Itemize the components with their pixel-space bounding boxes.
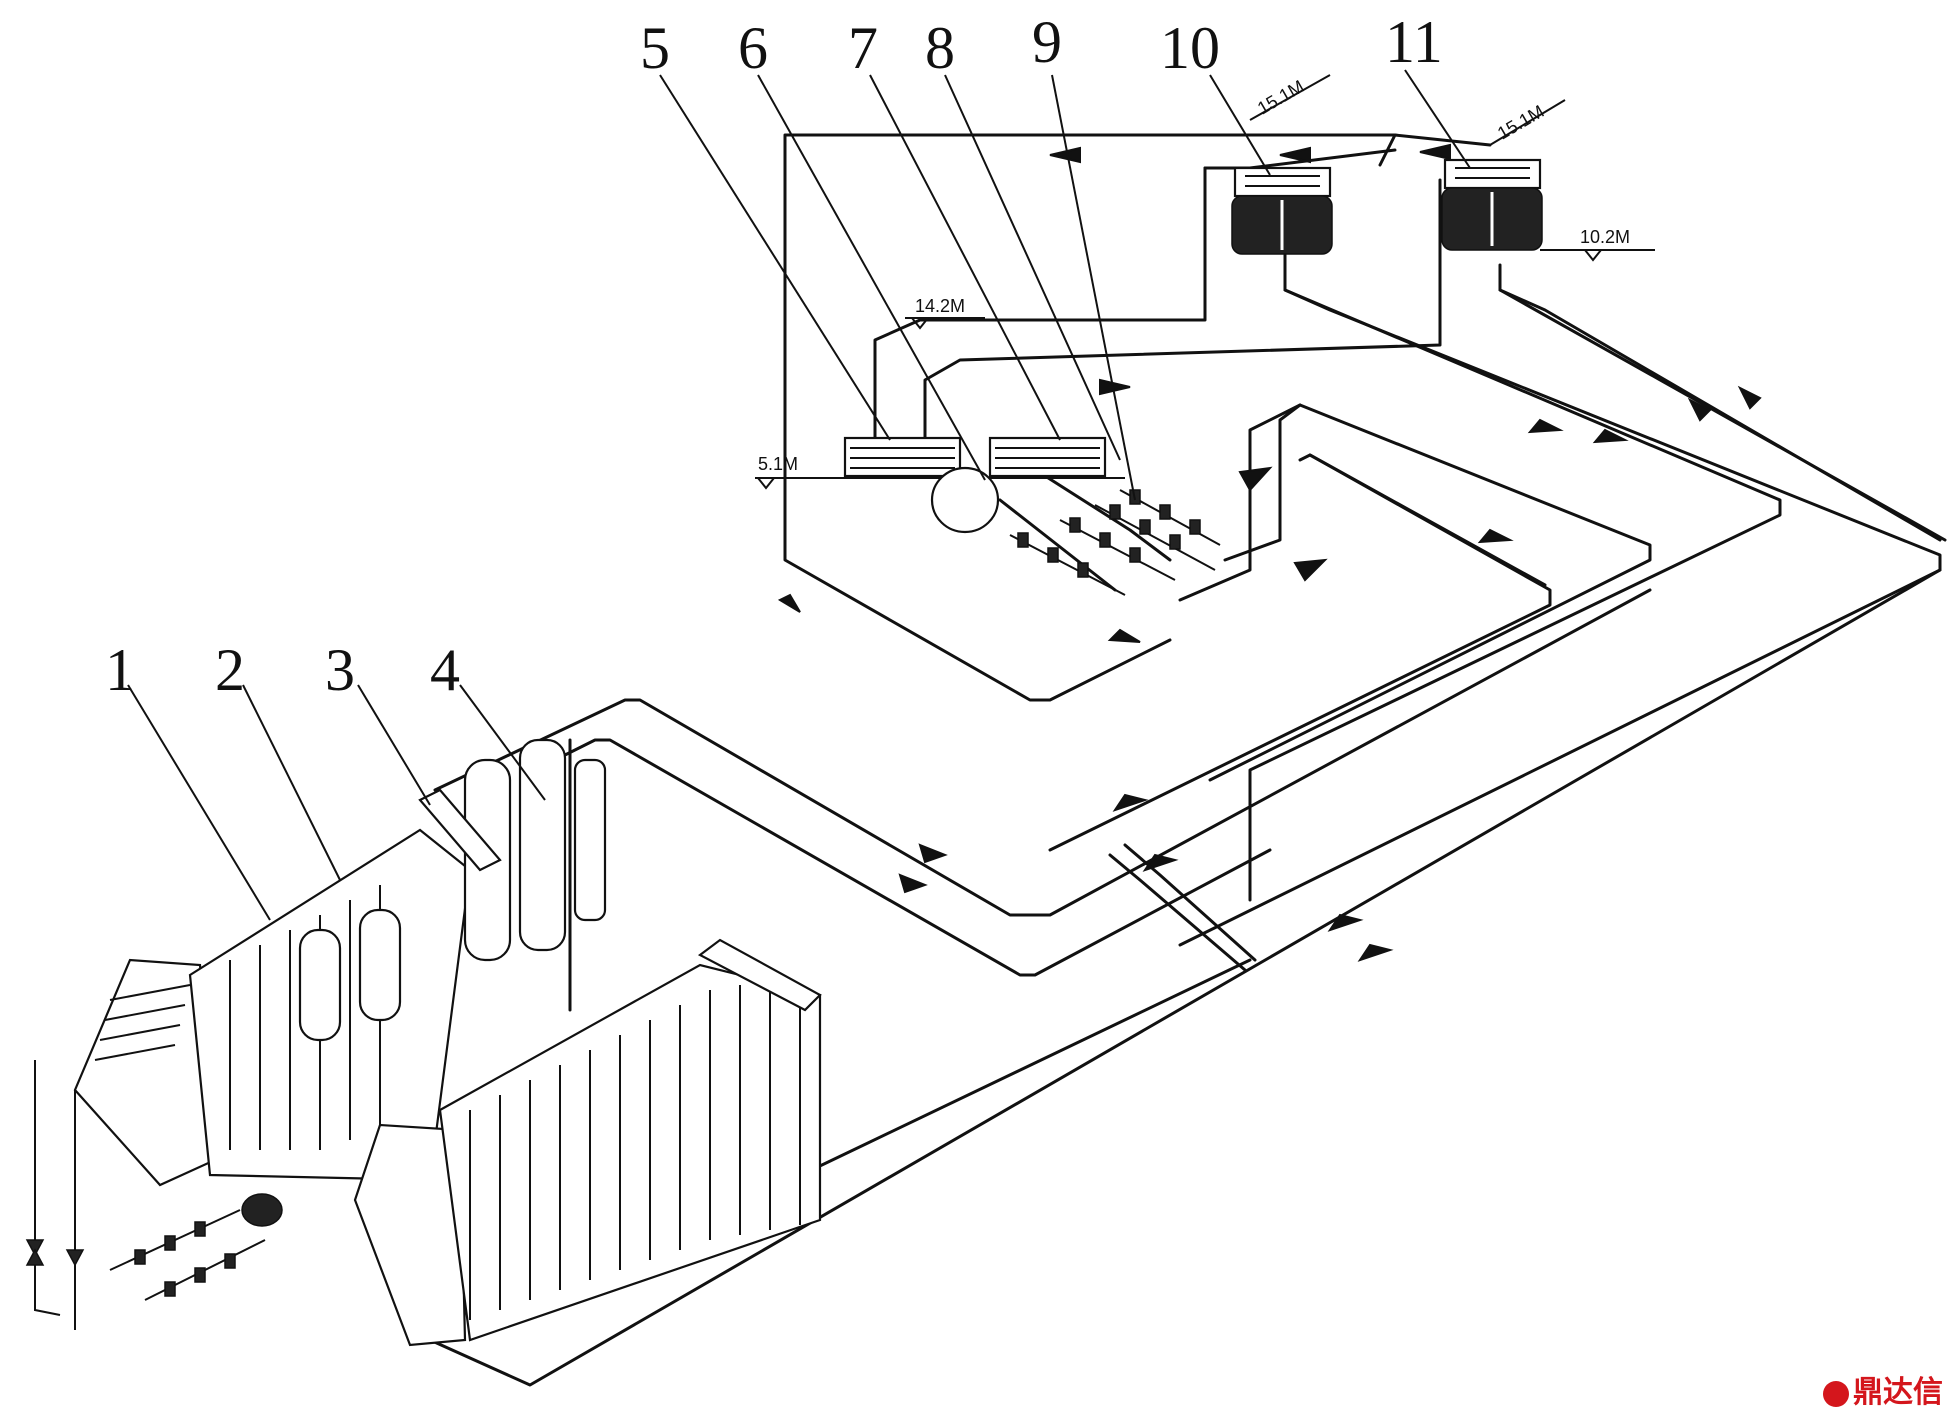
elevation-10m: 10.2M <box>1580 227 1630 247</box>
label-7: 7 <box>848 15 878 81</box>
elevation-15m-b: 15.1M <box>1494 101 1547 143</box>
label-5: 5 <box>640 15 670 81</box>
watermark-logo-icon <box>1823 1380 1849 1407</box>
part-labels: 1 2 3 4 5 6 7 8 9 10 11 <box>105 9 1443 703</box>
tank-5 <box>843 436 962 478</box>
label-1: 1 <box>105 637 135 703</box>
label-3: 3 <box>325 637 355 703</box>
valve-group-upper <box>1009 489 1221 596</box>
elevation-15m-a: 15.1M <box>1254 76 1307 118</box>
level-markers <box>755 74 1655 490</box>
elevation-5m: 5.1M <box>758 454 798 474</box>
watermark: 鼎达信 <box>1823 1367 1943 1411</box>
cooling-tower-11 <box>1441 158 1543 251</box>
watermark-text: 鼎达信 <box>1853 1375 1943 1410</box>
label-11: 11 <box>1385 9 1443 75</box>
valve-group-lower <box>25 1060 283 1330</box>
label-2: 2 <box>215 637 245 703</box>
machine-group-right <box>353 938 822 1347</box>
tank-8 <box>988 436 1107 478</box>
label-8: 8 <box>925 15 955 81</box>
cooling-tower-10 <box>1231 166 1333 255</box>
elevation-14m: 14.2M <box>915 296 965 316</box>
flow-arrows <box>777 143 1762 962</box>
label-6: 6 <box>738 15 768 81</box>
pump-6 <box>930 466 1000 534</box>
label-9: 9 <box>1032 9 1062 75</box>
upper-pipe-network <box>783 133 1947 947</box>
label-4: 4 <box>430 637 460 703</box>
leader-lines <box>127 69 1471 921</box>
machine-group-left <box>73 738 607 1187</box>
label-10: 10 <box>1160 15 1220 81</box>
